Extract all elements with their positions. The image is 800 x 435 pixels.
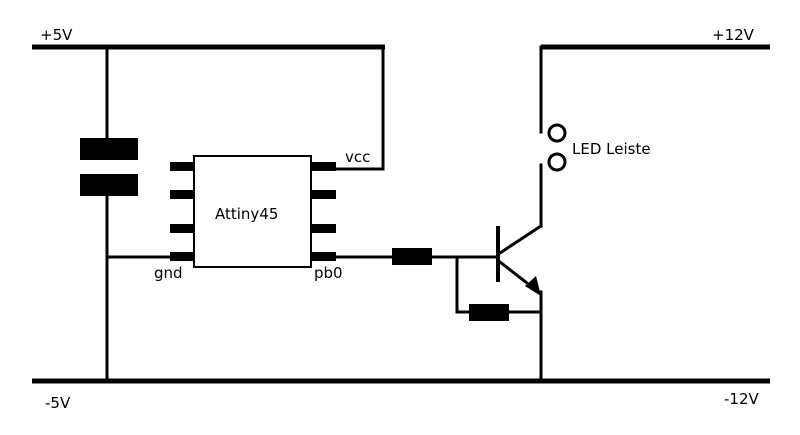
led-terminal-top xyxy=(547,123,567,143)
chip-pin-left-3 xyxy=(170,224,194,233)
attiny45-chip: Attiny45 vcc gnd pb0 xyxy=(154,148,370,282)
minus-5v-label: -5V xyxy=(45,394,71,412)
pulldown-resistor xyxy=(469,304,509,321)
minus-12v-label: -12V xyxy=(724,390,759,408)
capacitor-plate-bottom xyxy=(80,174,138,196)
pin-pb0-label: pb0 xyxy=(314,264,343,282)
vcc-wire xyxy=(334,45,385,171)
led-strip-label: LED Leiste xyxy=(572,140,651,158)
chip-pin-right-4 xyxy=(311,252,336,261)
chip-pin-right-2 xyxy=(311,190,336,199)
chip-pin-left-1 xyxy=(170,162,194,171)
transistor-collector-lead xyxy=(497,223,544,256)
capacitor-branch xyxy=(80,45,172,383)
led-terminal-bottom xyxy=(547,152,567,172)
transistor-emitter-arrow xyxy=(525,276,541,296)
chip-pin-left-2 xyxy=(170,190,194,199)
npn-transistor xyxy=(496,163,544,383)
chip-pin-left-4 xyxy=(170,252,194,261)
chip-pin-right-1 xyxy=(311,162,336,171)
chip-body xyxy=(193,155,312,268)
plus-5v-label: +5V xyxy=(40,26,73,44)
plus-12v-label: +12V xyxy=(712,26,755,44)
led-strip-connector: LED Leiste xyxy=(539,45,651,172)
base-resistor xyxy=(392,248,432,265)
pin-gnd-label: gnd xyxy=(154,264,183,282)
chip-name-label: Attiny45 xyxy=(215,205,278,223)
capacitor-plate-top xyxy=(80,138,138,160)
pin-vcc-label: vcc xyxy=(345,148,370,166)
chip-pin-right-3 xyxy=(311,224,336,233)
base-resistor-branch xyxy=(334,248,542,321)
